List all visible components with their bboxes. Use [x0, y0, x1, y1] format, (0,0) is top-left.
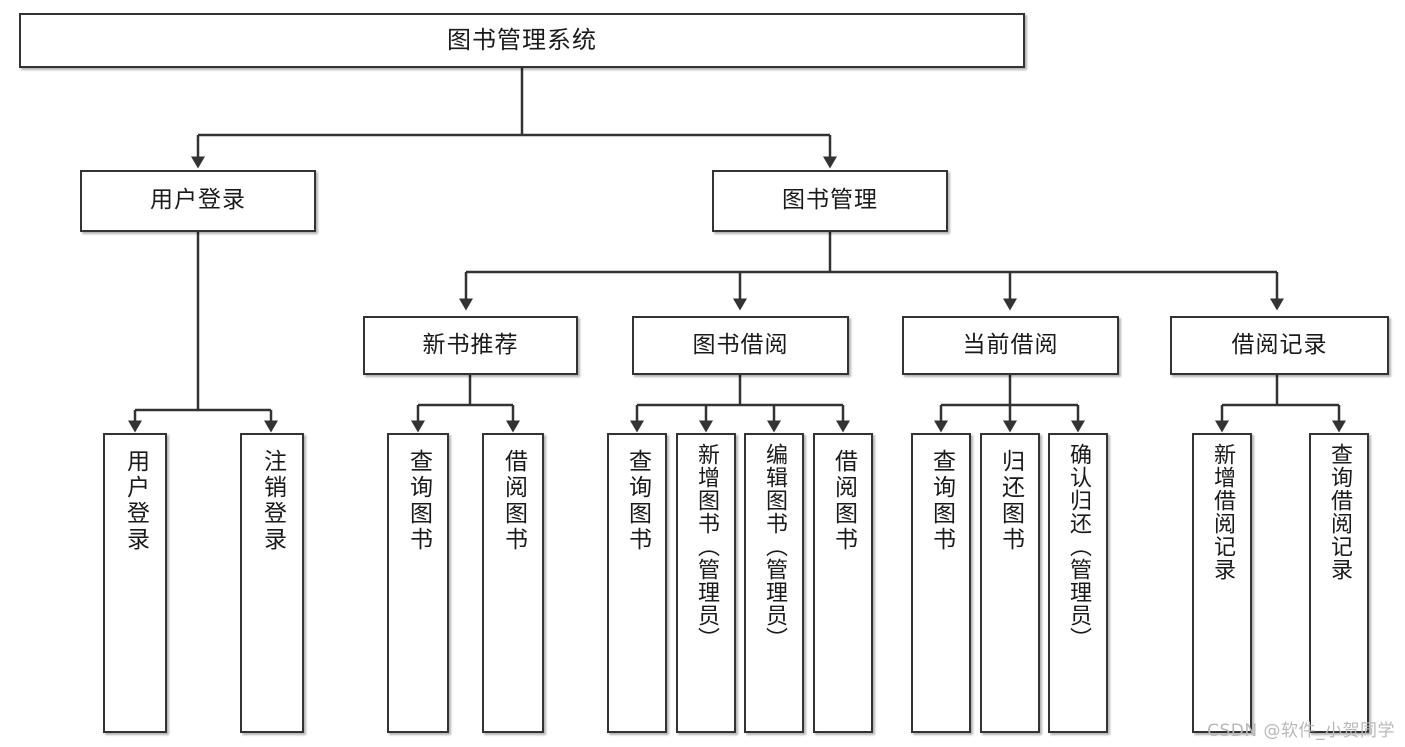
- node-label: 借阅图书: [500, 449, 527, 553]
- node-label: 用户登录: [122, 449, 149, 553]
- node-borrow-records[interactable]: 借阅记录: [1170, 316, 1389, 375]
- node-book-borrow[interactable]: 图书借阅: [632, 316, 849, 375]
- node-label: 新书推荐: [422, 331, 519, 358]
- node-label: 图书管理系统: [447, 26, 597, 55]
- node-label: 用户登录: [150, 187, 246, 214]
- node-leaf-query-book-3[interactable]: 查询图书: [911, 433, 971, 733]
- node-label: 图书管理: [782, 187, 878, 214]
- node-new-book-recommend[interactable]: 新书推荐: [363, 316, 578, 375]
- node-book-management[interactable]: 图书管理: [712, 170, 948, 232]
- node-leaf-borrow-book-2[interactable]: 借阅图书: [813, 433, 873, 733]
- node-user-login[interactable]: 用户登录: [80, 170, 316, 232]
- node-leaf-add-record[interactable]: 新增借阅记录: [1192, 433, 1252, 733]
- node-leaf-user-login[interactable]: 用户登录: [103, 433, 167, 733]
- node-leaf-confirm-return[interactable]: 确认归还（管理员）: [1048, 433, 1108, 733]
- node-label: 图书借阅: [692, 331, 789, 358]
- node-label: 借阅记录: [1231, 331, 1328, 358]
- node-label: 编辑图书（管理员）: [762, 443, 787, 650]
- node-label: 注销登录: [259, 449, 286, 553]
- node-leaf-query-record[interactable]: 查询借阅记录: [1309, 433, 1369, 733]
- node-label: 确认归还（管理员）: [1066, 443, 1091, 650]
- node-label: 新增借阅记录: [1210, 443, 1235, 581]
- node-label: 查询借阅记录: [1327, 443, 1352, 581]
- node-root-book-management-system[interactable]: 图书管理系统: [19, 13, 1025, 68]
- node-label: 查询图书: [928, 449, 955, 553]
- node-leaf-edit-book[interactable]: 编辑图书（管理员）: [744, 433, 804, 733]
- node-leaf-query-book-2[interactable]: 查询图书: [607, 433, 667, 733]
- node-label: 查询图书: [624, 449, 651, 553]
- node-leaf-add-book[interactable]: 新增图书（管理员）: [676, 433, 736, 733]
- node-current-borrow[interactable]: 当前借阅: [902, 316, 1119, 375]
- node-label: 当前借阅: [962, 331, 1059, 358]
- node-leaf-return-book[interactable]: 归还图书: [980, 433, 1040, 733]
- node-leaf-borrow-book-1[interactable]: 借阅图书: [482, 433, 544, 733]
- node-label: 借阅图书: [830, 449, 857, 553]
- node-label: 归还图书: [997, 449, 1024, 553]
- node-leaf-query-book-1[interactable]: 查询图书: [387, 433, 449, 733]
- node-label: 新增图书（管理员）: [694, 443, 719, 650]
- node-label: 查询图书: [405, 449, 432, 553]
- node-leaf-logout[interactable]: 注销登录: [240, 433, 304, 733]
- csdn-watermark: CSDN @软件_小贺同学: [1207, 721, 1395, 741]
